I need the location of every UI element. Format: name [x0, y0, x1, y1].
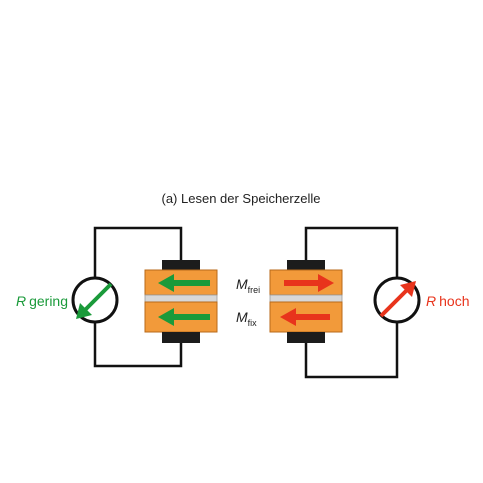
- left-tunnel-barrier: [144, 294, 218, 303]
- left-bottom-contact: [162, 332, 200, 343]
- m-fix-label: Mfix: [236, 309, 257, 328]
- right-r-text: hoch: [439, 293, 469, 309]
- right-tunnel-barrier: [269, 294, 343, 303]
- right-bottom-contact: [287, 332, 325, 343]
- left-wire: [93, 226, 183, 278]
- left-meter-arrow-icon: [76, 282, 113, 319]
- left-wire-bottom: [93, 322, 183, 368]
- left-free-arrow-icon: [158, 274, 210, 292]
- m-fix-symbol: M: [236, 309, 248, 325]
- m-free-symbol: M: [236, 276, 248, 292]
- m-fix-subscript: fix: [248, 318, 258, 328]
- right-wire-bottom: [304, 322, 399, 379]
- right-r-symbol: R: [426, 293, 436, 309]
- left-fixed-arrow-icon: [158, 308, 210, 326]
- right-top-contact: [287, 260, 325, 270]
- m-free-label: Mfrei: [236, 276, 260, 295]
- left-top-contact: [162, 260, 200, 270]
- left-r-symbol: R: [16, 293, 26, 309]
- right-wire: [304, 226, 399, 278]
- m-free-subscript: frei: [248, 285, 261, 295]
- right-meter-arrow-icon: [379, 281, 416, 318]
- right-free-arrow-icon: [284, 274, 334, 292]
- right-fixed-arrow-icon: [280, 308, 330, 326]
- left-r-text: gering: [29, 293, 68, 309]
- diagram-title: (a) Lesen der Speicherzelle: [162, 191, 321, 206]
